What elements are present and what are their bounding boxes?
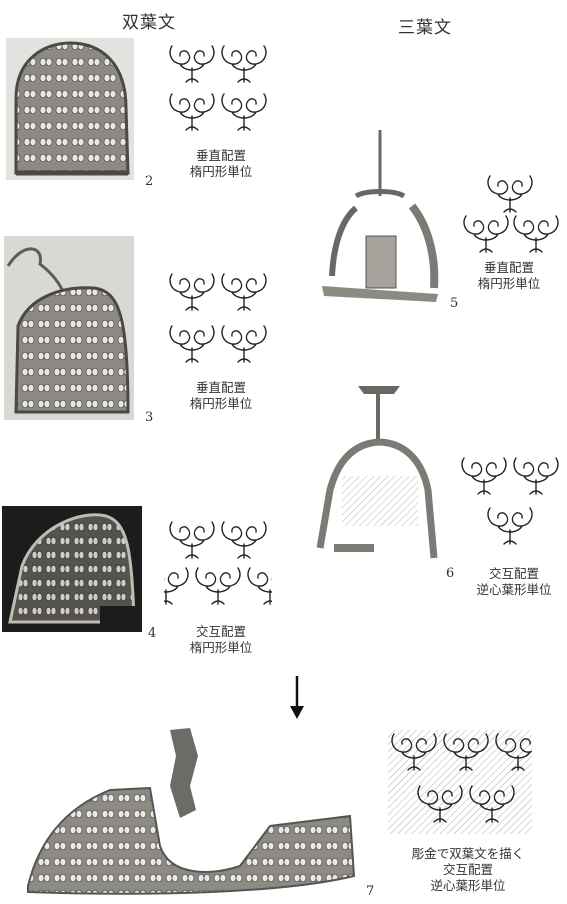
pattern-drawing-6 [458,452,564,560]
figure-number-7: 7 [366,884,375,899]
figure-number-4: 4 [148,626,157,641]
caption-7: 彫金で双葉文を描く 交互配置 逆心葉形単位 [388,846,548,894]
caption-3-line2: 楕円形単位 [189,396,253,411]
caption-6: 交互配置 逆心葉形単位 [462,566,566,598]
crown-photo-7 [20,726,356,896]
pattern-drawing-5 [460,172,560,254]
pattern-drawing-4 [164,518,272,626]
caption-5-line1: 垂直配置 [483,260,534,275]
pattern-drawing-3 [164,268,272,378]
crown-photo-5 [318,126,446,308]
caption-5: 垂直配置 楕円形単位 [456,260,562,292]
crown-photo-2 [6,38,134,180]
caption-3: 垂直配置 楕円形単位 [166,380,276,412]
down-arrow-icon [289,676,305,720]
pattern-drawing-2 [164,42,272,142]
pattern-drawing-7 [388,730,532,834]
header-triple-leaf: 三葉文 [398,18,452,38]
caption-2: 垂直配置 楕円形単位 [166,148,276,180]
crown-photo-3 [4,236,134,420]
caption-4: 交互配置 楕円形単位 [166,624,276,656]
caption-4-line2: 楕円形単位 [189,640,253,655]
caption-7-line1: 彫金で双葉文を描く [411,846,525,861]
caption-3-line1: 垂直配置 [195,380,246,395]
caption-6-line1: 交互配置 [488,566,539,581]
caption-4-line1: 交互配置 [195,624,246,639]
figure-number-3: 3 [145,410,154,425]
caption-7-line2: 交互配置 [442,862,493,877]
caption-2-line2: 楕円形単位 [189,164,253,179]
crown-photo-4 [2,506,142,632]
caption-5-line2: 楕円形単位 [477,276,541,291]
caption-7-line3: 逆心葉形単位 [430,878,506,893]
caption-2-line1: 垂直配置 [195,148,246,163]
figure-number-5: 5 [450,296,459,311]
figure-number-2: 2 [145,174,154,189]
caption-6-line2: 逆心葉形単位 [476,582,552,597]
header-double-leaf: 双葉文 [122,13,176,33]
figure-number-6: 6 [446,566,455,581]
crown-photo-6 [314,380,444,566]
